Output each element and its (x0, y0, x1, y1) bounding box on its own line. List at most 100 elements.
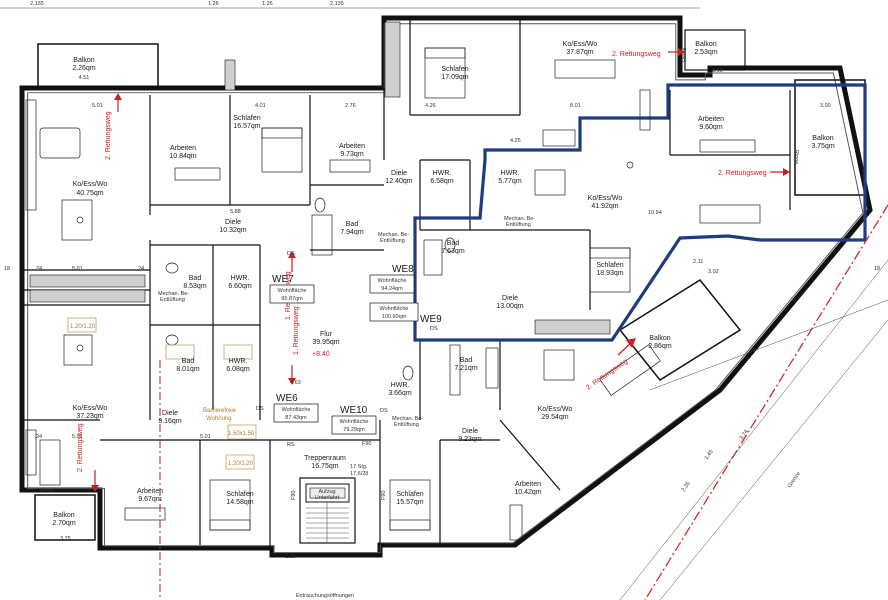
room-name: Arbeiten (170, 145, 196, 152)
ds-label-2: DS (430, 326, 438, 332)
aufzug-label: Aufzug (318, 489, 335, 495)
wall-hatching (29, 21, 611, 335)
ds-label-4: DS (380, 408, 388, 414)
room-name: Arbeiten (339, 143, 365, 150)
f90-label-2: F90 (291, 491, 297, 500)
room-area: 8.01qm (176, 366, 200, 373)
dim-300: 3.00 (820, 103, 831, 109)
unit-area: 79.29qm (343, 427, 365, 433)
room-area: 2.26qm (72, 65, 96, 72)
room-dim: 4.51 (79, 75, 90, 81)
room-name: Arbeiten (137, 488, 163, 495)
room-area: 9.23qm (458, 436, 482, 443)
room-area: 17.09qm (441, 74, 468, 81)
room-area: 29.54qm (541, 414, 568, 421)
room-name: Ko/Ess/Wo (563, 41, 598, 48)
entlueftung-label-2: Entlüftung (506, 222, 531, 228)
room-name: Arbeiten (515, 481, 541, 488)
room-name: Schlafen (233, 115, 260, 122)
f90-label-1: F90 (362, 441, 371, 447)
room-area: 12.40qm (385, 178, 412, 185)
room-name: Bad (346, 221, 359, 228)
dim-374: 3.74 (739, 429, 750, 441)
room-area: 9.67qm (138, 496, 162, 503)
bf-dim-2: 1.50x1.50 (228, 431, 255, 437)
we9-outline (413, 83, 867, 342)
unit-label-we9: WE9 (420, 314, 442, 325)
room-area: 10.32qm (219, 227, 246, 234)
room-name: Schlafen (596, 262, 623, 269)
grenze-label: Grenze (787, 471, 802, 489)
room-area: 16.75qm (311, 463, 338, 470)
room-area: 37.23qm (76, 413, 103, 420)
rinne-label-1: Rinne (793, 150, 799, 164)
room-area: 39.95qm (312, 339, 339, 346)
room-area: 6.58qm (430, 178, 454, 185)
unit-label-we8: WE8 (392, 264, 414, 275)
rettungsweg-label-1: 2. Rettungsweg (105, 111, 112, 160)
entrauchung-label: Entrauchungsöffnungen (296, 593, 354, 599)
unit-label-we6: WE6 (276, 393, 298, 404)
room-name: Arbeiten (698, 116, 724, 123)
room-name: Bad (447, 240, 460, 247)
entlueftung-label-4: Entlüftung (394, 422, 419, 428)
room-area: 7.21qm (454, 365, 478, 372)
entlueftung-label-1: Entlüftung (380, 238, 405, 244)
stairs-dim-label: 17,6/28 (350, 471, 368, 477)
dim-145: 1.45 (704, 449, 715, 461)
rettungsweg-label-2: 2. Rettungsweg (612, 51, 661, 58)
room-name: HWR. (231, 275, 250, 282)
unit-caption: Wohnfläche (378, 278, 407, 284)
ds-label-1: DS (287, 251, 295, 257)
rettungsweg-label-4: 2. Rettungsweg (585, 358, 629, 392)
unit-caption: Wohnfläche (380, 306, 409, 312)
room-area: 8.53qm (183, 283, 207, 290)
room-name: Diele (462, 428, 478, 435)
unit-caption: Wohnfläche (282, 407, 311, 413)
room-area: 2.70qm (52, 520, 76, 527)
dim-426: 4.26 (425, 103, 436, 109)
unit-area: 100.60qm (382, 314, 407, 320)
dim-588: 5.88 (230, 209, 241, 215)
room-name: Bad (189, 275, 202, 282)
dim-24-c: 24 (36, 434, 42, 440)
room-area: 3.75qm (811, 143, 835, 150)
room-name: Balkon (649, 335, 671, 342)
room-area: 2.53qm (694, 49, 718, 56)
room-area: 6.60qm (228, 283, 252, 290)
room-area: 40.75qm (76, 190, 103, 197)
stair-core (299, 477, 356, 544)
dim-126: 1.26 (285, 554, 296, 560)
room-area: 37.87qm (566, 49, 593, 56)
room-area: 3.66qm (388, 390, 412, 397)
dim-801: 8.01 (570, 103, 581, 109)
barrierefrei-label-2: Wohnung (206, 416, 232, 422)
room-area: 14.58qm (226, 499, 253, 506)
room-area: 5.77qm (498, 178, 522, 185)
barrier-free-markers: 1.20/1.20 1.50x1.50 1.20/1.20 Barrierefr… (67, 317, 257, 470)
ds-label-3: DS (256, 406, 264, 412)
mechan-label-3: Mechan. Be- (158, 291, 189, 297)
room-name: Balkon (695, 41, 717, 48)
rs-label: RS (287, 442, 295, 448)
dim-24-a: 24 (36, 266, 42, 272)
room-name: HWR. (501, 170, 520, 177)
unit-label-we7: WE7 (272, 274, 294, 285)
unit-area: 87.43qm (285, 415, 307, 421)
dim-276: 2.76 (345, 103, 356, 109)
dimension-labels: 5.01 4.01 2.76 4.26 8.01 4.25 3.50 3.00 … (4, 68, 880, 560)
unit-caption: Wohnfläche (340, 419, 369, 425)
top-dim-3: 1.26 (262, 1, 273, 7)
dim-350: 3.50 (712, 68, 723, 74)
room-name: Diele (391, 170, 407, 177)
outer-walls (19, 15, 873, 558)
unit-labels: WE7 Wohnfläche 95.87qm WE8 Wohnfläche 94… (269, 264, 442, 435)
room-labels: Balkon 2.26qm 4.51 Ko/Ess/Wo 40.75qm Arb… (52, 41, 835, 527)
room-name: Ko/Ess/Wo (538, 406, 573, 413)
aufzug-label-2: Unterfahrt (315, 495, 340, 501)
furniture (25, 47, 761, 541)
mechan-label-2: Mechan. Be- (504, 216, 535, 222)
bf-dim-3: 1.20/1.20 (228, 461, 254, 467)
misc-labels: +8.40 Mechan. Be- Entlüftung Mechan. Be-… (40, 48, 799, 599)
